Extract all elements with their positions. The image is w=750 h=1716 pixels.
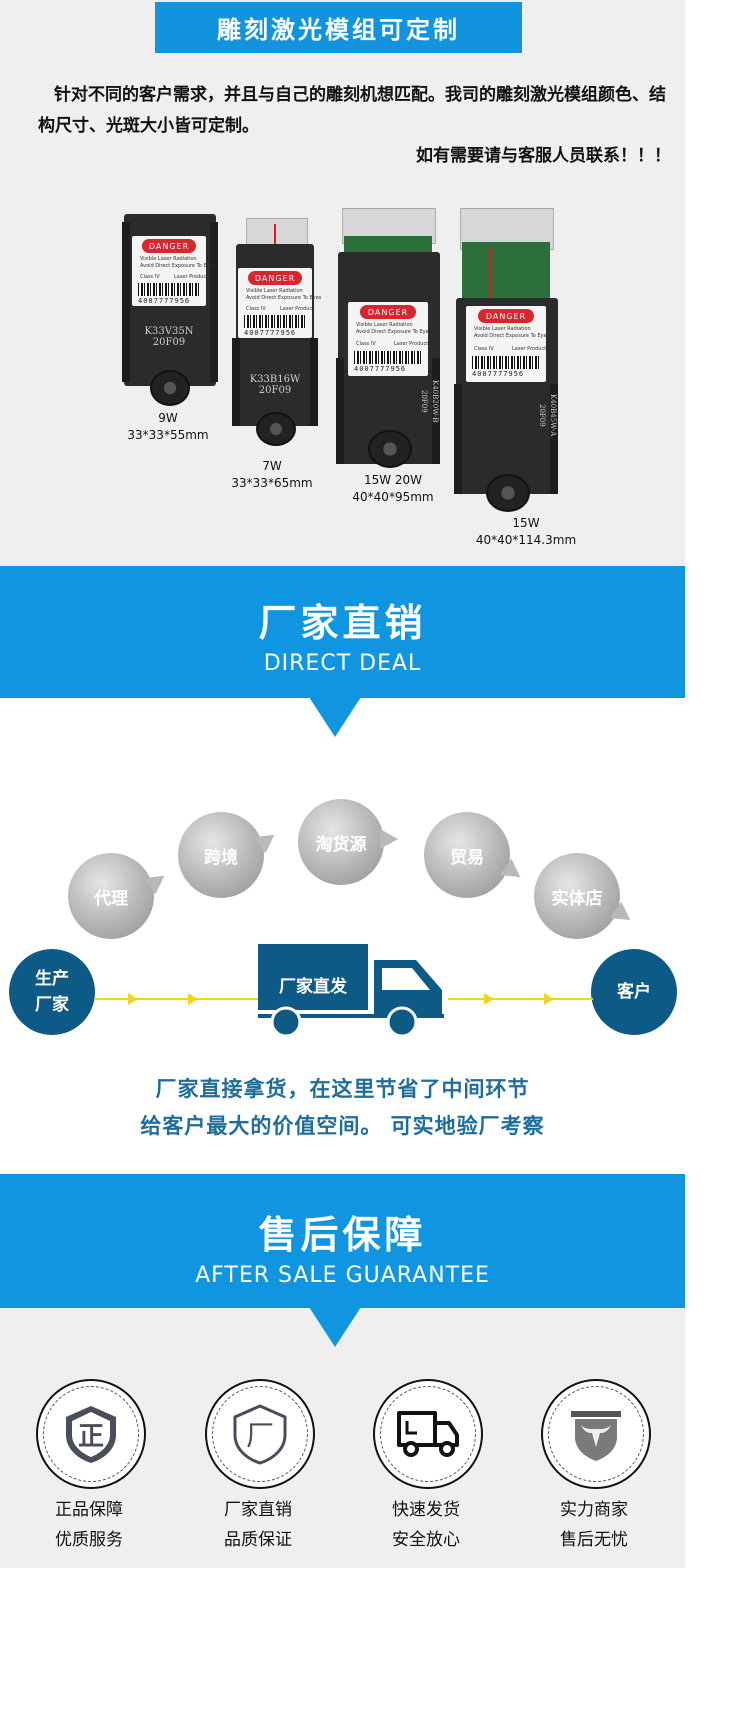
after-sale-header: 售后保障 AFTER SALE GUARANTEE (0, 1174, 685, 1308)
label-product: Laser Product (394, 341, 429, 347)
after-sale-subtitle: AFTER SALE GUARANTEE (195, 1263, 490, 1288)
label-class: Class IV (140, 274, 160, 280)
customer-label: 客户 (617, 982, 651, 1002)
bubble-sourcing: 淘货源 (298, 799, 398, 885)
danger-tag: DANGER (248, 271, 302, 285)
shield-zheng-icon: 正 (66, 1406, 116, 1463)
laser-module-7w: DANGER Visible Laser Radiation Avoid Dir… (232, 218, 322, 448)
bubble-retail-store-label: 实体店 (551, 888, 603, 909)
delivery-truck-graphic (258, 944, 444, 1038)
producer-circle: 生产厂家 (9, 949, 95, 1035)
producer-label-1: 生产 (35, 969, 69, 989)
flow-arrow (544, 993, 554, 1005)
producer-label-2: 厂家 (35, 995, 69, 1015)
bubble-trade: 贸易 (424, 812, 527, 898)
badge-strong-merchant (541, 1379, 651, 1489)
truck-label: 厂家直发 (279, 977, 347, 997)
barcode (244, 315, 306, 328)
danger-tag: DANGER (478, 309, 534, 323)
label-line1: Visible Laser Radiation (474, 326, 531, 332)
after-sale-pointer (309, 1307, 361, 1347)
badge-genuine: 正 (36, 1379, 146, 1489)
label-class: Class IV (246, 306, 266, 312)
label-class: Class IV (356, 341, 376, 347)
badge-fast-shipping-label: 快速发货安全放心 (392, 1500, 460, 1550)
bubble-agent-label: 代理 (94, 888, 128, 909)
barcode (354, 351, 422, 364)
lens-nozzle (368, 430, 412, 468)
label-line2: Avoid Direct Exposure To Eyes (140, 263, 216, 269)
direct-deal-title: 厂家直销 (258, 601, 427, 645)
customization-section: 雕刻激光模组可定制 针对不同的客户需求，并且与自己的雕刻机想匹配。我司的雕刻激光… (0, 0, 685, 566)
badge-fast-shipping (373, 1379, 483, 1489)
bubble-sourcing-label: 淘货源 (315, 834, 367, 855)
bubble-agent: 代理 (68, 853, 171, 939)
flow-line-left (95, 998, 260, 1000)
flow-arrow (128, 993, 138, 1005)
label-class: Class IV (474, 346, 494, 352)
shield-chang-icon: 厂 (233, 1404, 287, 1465)
svg-text:厂: 厂 (246, 1419, 274, 1452)
badge-factory-direct: 厂 (205, 1379, 315, 1489)
label-line1: Visible Laser Radiation (356, 322, 413, 328)
flow-arrow (484, 993, 494, 1005)
danger-tag: DANGER (142, 239, 196, 253)
lens-nozzle (486, 474, 530, 512)
bubble-cross-border-label: 跨境 (204, 847, 238, 868)
direct-deal-subtitle: DIRECT DEAL (263, 651, 422, 676)
laser-module-15w-20w: DANGER Visible Laser Radiation Avoid Dir… (336, 208, 442, 470)
contact-note: 如有需要请与客服人员联系！！！ (416, 146, 671, 166)
svg-text:正: 正 (78, 1422, 104, 1452)
label-product: Laser Product (512, 346, 547, 352)
barcode-number: 4007777956 (244, 329, 297, 337)
barcode-number: 4007777956 (138, 297, 191, 305)
badge-strong-merchant-label: 实力商家售后无忧 (560, 1500, 628, 1550)
tagline-line-1: 厂家直接拿货，在这里节省了中间环节 (155, 1077, 530, 1101)
label-line2: Avoid Direct Exposure To Eyes (474, 333, 550, 339)
bull-shield-icon (571, 1411, 621, 1461)
laser-module-15w: DANGER Visible Laser Radiation Avoid Dir… (454, 208, 560, 514)
barcode (138, 283, 200, 296)
customization-title: 雕刻激光模组可定制 (155, 2, 522, 53)
barcode-number: 4007777956 (472, 370, 525, 378)
after-sale-title: 售后保障 (258, 1213, 427, 1257)
lens-nozzle (150, 370, 190, 406)
flow-arrow (188, 993, 198, 1005)
direct-deal-header: 厂家直销 DIRECT DEAL (0, 566, 685, 698)
flow-line-right (448, 998, 593, 1000)
customer-circle: 客户 (591, 949, 677, 1035)
bubble-retail-store: 实体店 (534, 853, 637, 939)
label-line1: Visible Laser Radiation (140, 256, 197, 262)
laser-module-9w: DANGER Visible Laser Radiation Avoid Dir… (122, 214, 218, 414)
label-product: Laser Product (174, 274, 209, 280)
barcode-number: 4007777956 (354, 365, 407, 373)
intro-text: 针对不同的客户需求，并且与自己的雕刻机想匹配。我司的雕刻激光模组颜色、结构尺寸、… (38, 85, 666, 136)
bubble-cross-border: 跨境 (178, 812, 281, 898)
delivery-truck-icon (397, 1411, 459, 1457)
lens-nozzle (256, 412, 296, 446)
badge-genuine-label: 正品保障优质服务 (55, 1500, 123, 1550)
bubble-trade-label: 贸易 (450, 847, 484, 868)
label-product: Laser Product (280, 306, 315, 312)
label-line2: Avoid Direct Exposure To Eyes (356, 329, 432, 335)
product-page: 雕刻激光模组可定制 针对不同的客户需求，并且与自己的雕刻机想匹配。我司的雕刻激光… (0, 0, 685, 1568)
badge-factory-direct-label: 厂家直销品质保证 (224, 1500, 292, 1550)
tagline-line-2: 给客户最大的价值空间。 可实地验厂考察 (140, 1114, 545, 1138)
label-line2: Avoid Direct Exposure To Eyes (246, 295, 322, 301)
danger-tag: DANGER (360, 305, 416, 319)
label-line1: Visible Laser Radiation (246, 288, 303, 294)
direct-deal-pointer (309, 697, 361, 737)
barcode (472, 356, 540, 369)
